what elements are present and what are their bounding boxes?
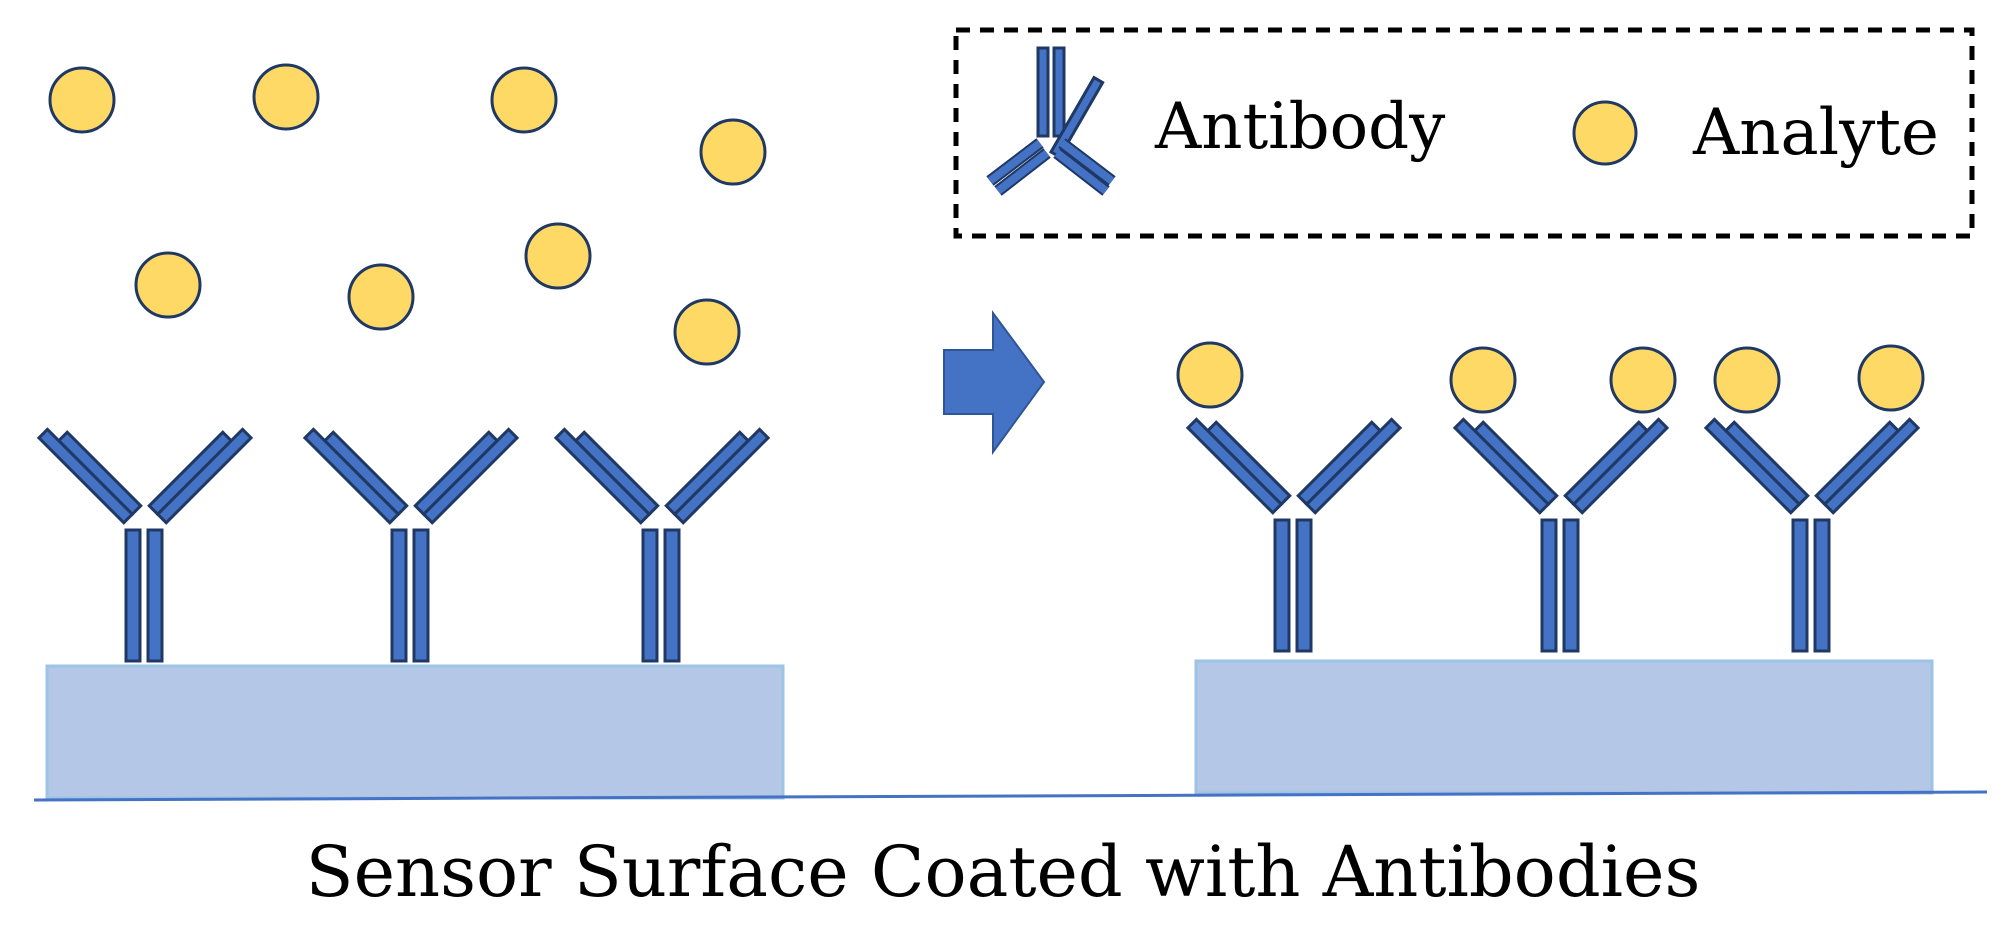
bound-analyte xyxy=(1713,346,1781,414)
analyte-particle xyxy=(347,263,415,331)
analyte-particle xyxy=(673,298,741,366)
bound-antibodies xyxy=(1176,341,1925,653)
right-arrow-icon xyxy=(943,309,1046,456)
analyte-particle xyxy=(524,222,592,290)
antibody-icon xyxy=(37,419,253,663)
diagram-caption: Sensor Surface Coated with Antibodies xyxy=(306,831,1701,913)
bound-analyte xyxy=(1449,346,1517,414)
analyte-particle xyxy=(252,63,320,131)
bound-analyte xyxy=(1609,346,1677,414)
legend-antibody-icon xyxy=(986,46,1116,196)
analyte-particle xyxy=(490,66,558,134)
baseline xyxy=(33,790,1988,802)
free-analytes xyxy=(48,63,767,366)
antibody-icon xyxy=(303,419,519,663)
antibody-icon xyxy=(1453,409,1669,653)
sensor-surface-left xyxy=(45,664,785,800)
analyte-particle xyxy=(134,251,202,319)
sensor-surface-right xyxy=(1194,659,1934,795)
antibody-icon xyxy=(554,419,770,663)
bound-analyte xyxy=(1176,341,1244,409)
bound-analyte xyxy=(1857,344,1925,412)
legend: Antibody Analyte xyxy=(953,27,1975,239)
analyte-particle xyxy=(699,118,767,186)
antibody-icon xyxy=(1186,409,1402,653)
antibody-icon xyxy=(1704,409,1920,653)
analyte-particle xyxy=(48,66,116,134)
legend-antibody-label: Antibody xyxy=(1154,90,1445,164)
unbound-antibodies xyxy=(37,419,770,663)
legend-analyte-label: Analyte xyxy=(1692,96,1939,170)
analyte-icon xyxy=(1572,100,1638,166)
legend-box xyxy=(953,27,1975,239)
